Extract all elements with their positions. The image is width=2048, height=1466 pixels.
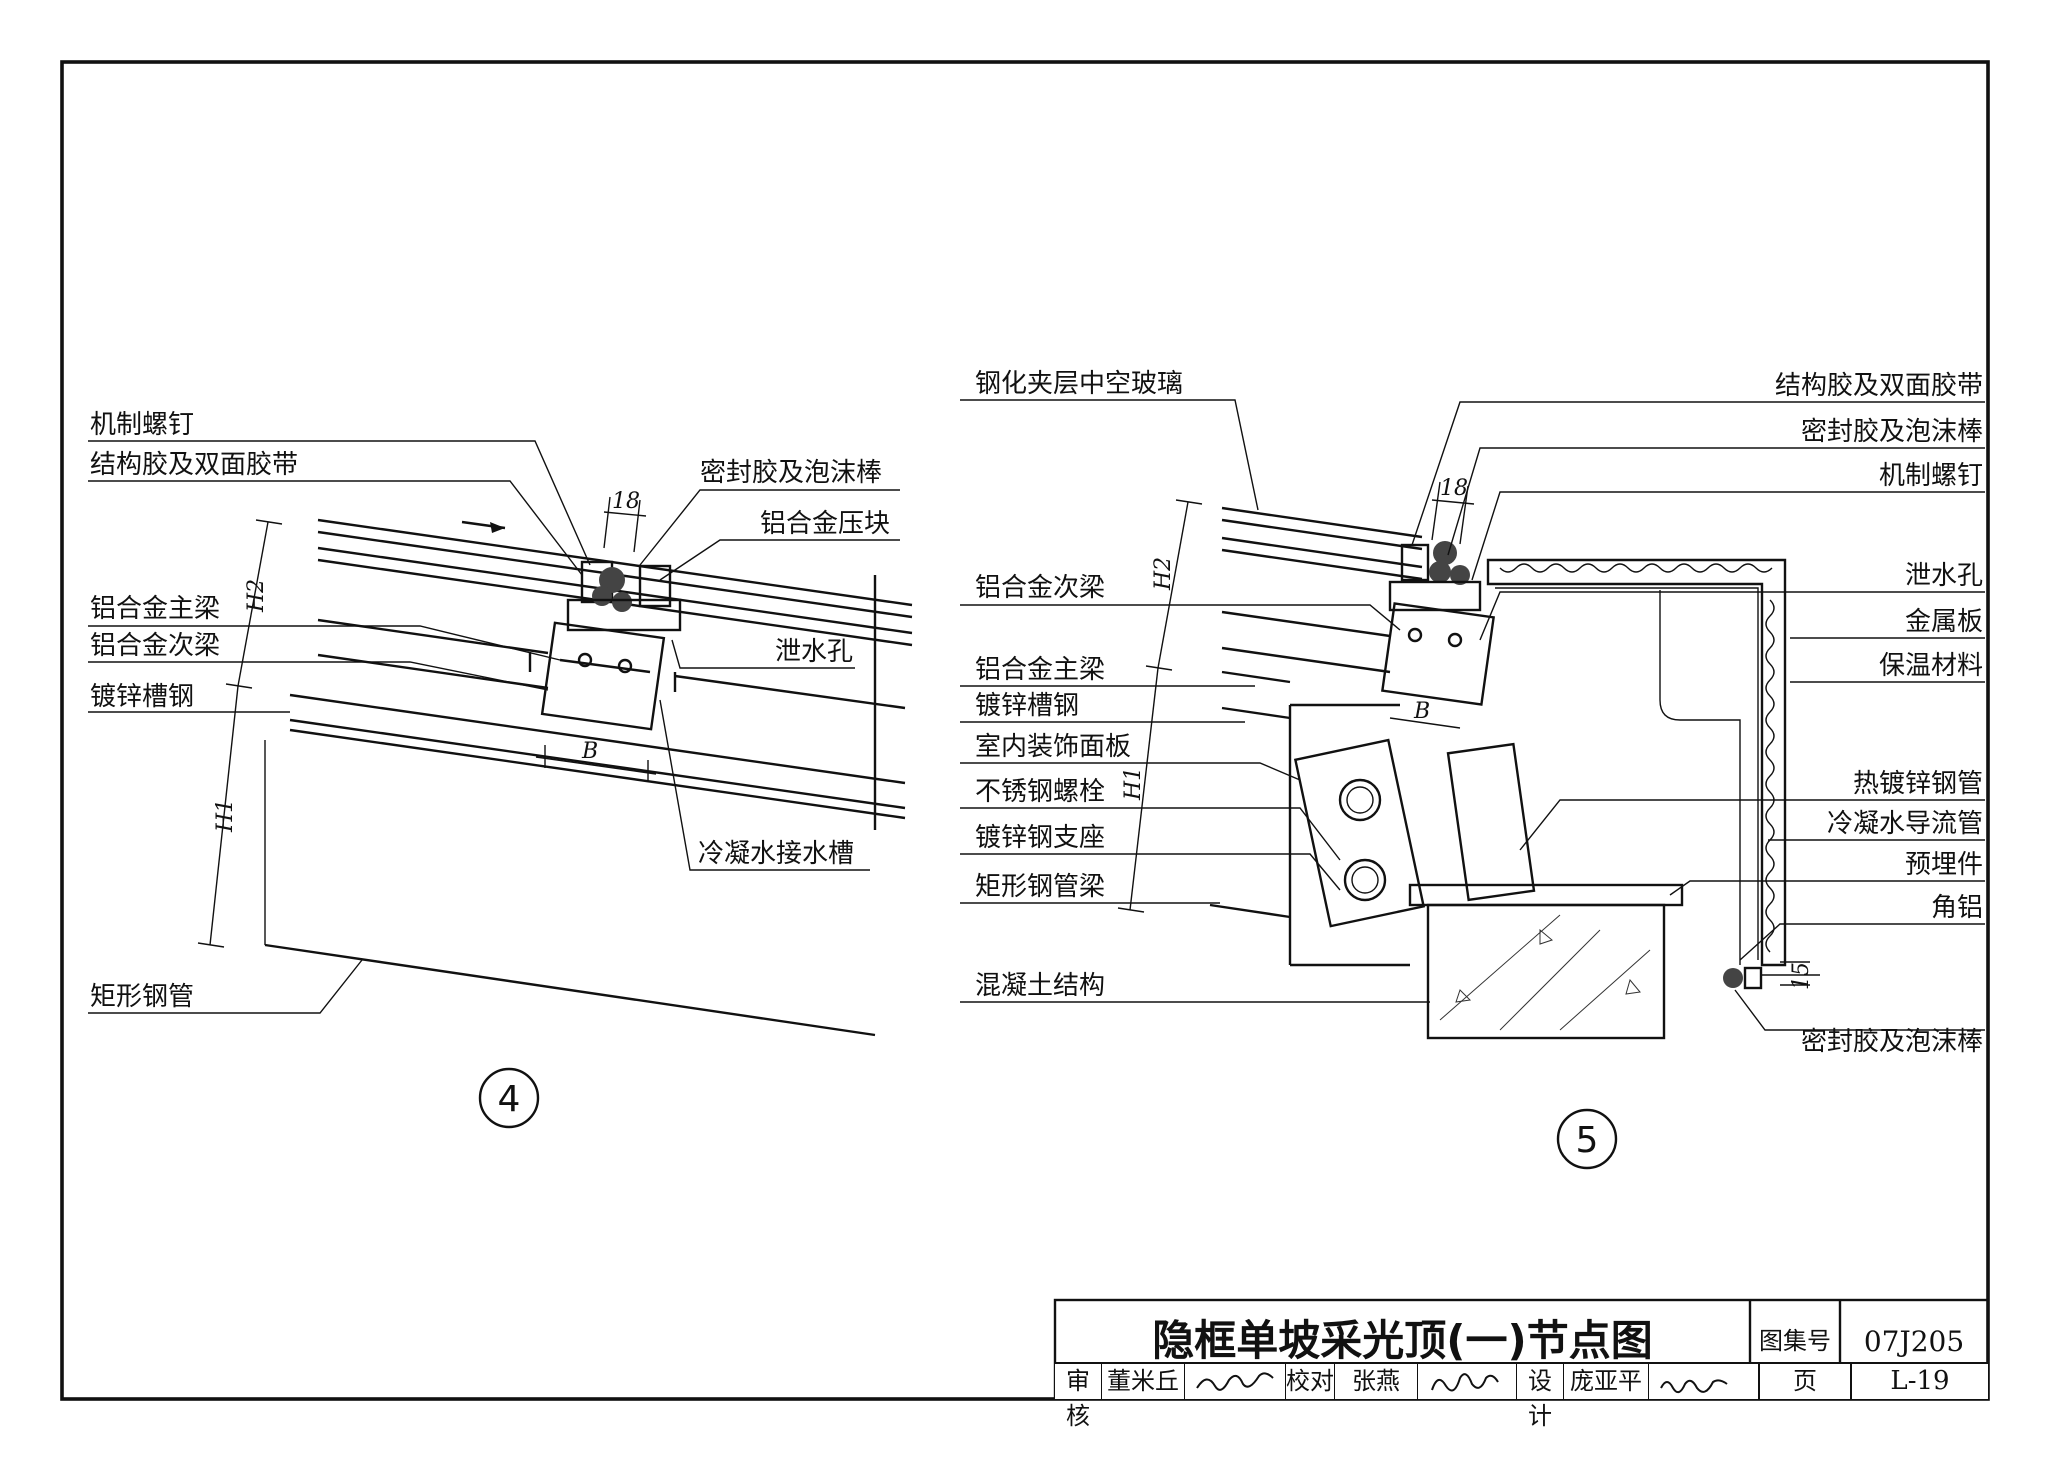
label-5-embedded-part: 预埋件 xyxy=(1905,850,1983,880)
label-5-secondary-beam: 铝合金次梁 xyxy=(975,573,1105,603)
check-label: 校对 xyxy=(1286,1364,1335,1399)
bottom-seal-5 xyxy=(1723,966,1820,990)
label-5-screw: 机制螺钉 xyxy=(1879,461,1983,491)
svg-text:5: 5 xyxy=(1576,1120,1599,1161)
leaders-4 xyxy=(88,440,900,1014)
insulation-5 xyxy=(1486,558,1787,967)
secondary-beam-5 xyxy=(1381,602,1495,706)
label-4-drain-hole: 泄水孔 xyxy=(775,637,853,667)
label-4-condensate-trough: 冷凝水接水槽 xyxy=(698,839,854,869)
label-5-concrete: 混凝土结构 xyxy=(975,971,1105,1001)
label-5-steel-support: 镀锌钢支座 xyxy=(975,823,1105,853)
bolt-icon xyxy=(1346,786,1374,814)
dim-18-4: 18 xyxy=(612,489,640,514)
signature-row-cells: 审核 董米丘 校对 张燕 设计 庞亚平 页 L-19 xyxy=(1055,1362,1988,1430)
dim-h2-5: H2 xyxy=(1151,557,1176,591)
checker-signature xyxy=(1418,1364,1517,1399)
concrete-5 xyxy=(1408,883,1684,1040)
label-5-condensate-pipe: 冷凝水导流管 xyxy=(1827,809,1983,839)
dim-h2-4: H2 xyxy=(244,579,269,613)
label-5-structural-glue: 结构胶及双面胶带 xyxy=(1775,371,1983,401)
label-4-structural-glue: 结构胶及双面胶带 xyxy=(90,450,298,480)
dim-b-4: B xyxy=(581,739,598,764)
bolt-icon xyxy=(1338,778,1382,822)
label-5-metal-plate: 金属板 xyxy=(1905,607,1983,637)
label-5-sealant-top: 密封胶及泡沫棒 xyxy=(1801,417,1983,447)
label-5-glass: 钢化夹层中空玻璃 xyxy=(975,369,1183,399)
dim-lines-4 xyxy=(197,496,657,948)
designer-signature xyxy=(1649,1364,1760,1399)
reviewer-signature xyxy=(1185,1364,1286,1399)
structure-lines-5 xyxy=(1209,610,1410,967)
detail-4: H2 H1 18 B 机制螺钉 结构胶及双面胶带 密封胶及泡沫棒 铝合金压块 铝… xyxy=(88,410,913,1129)
label-5-main-beam: 铝合金主梁 xyxy=(975,655,1105,685)
detail-marker-4: 4 xyxy=(478,1067,540,1129)
label-5-rect-tube-beam: 矩形钢管梁 xyxy=(975,872,1105,902)
designer-name: 庞亚平 xyxy=(1564,1364,1649,1399)
steel-support-5 xyxy=(1293,738,1426,928)
label-4-pressure-block: 铝合金压块 xyxy=(760,509,890,539)
review-label: 审核 xyxy=(1055,1364,1102,1430)
dim-b-5: B xyxy=(1413,699,1430,724)
label-5-channel-steel: 镀锌槽钢 xyxy=(975,691,1079,721)
dim-15-5: 15 xyxy=(1789,962,1814,990)
label-4-channel-steel: 镀锌槽钢 xyxy=(90,682,194,712)
leaders-5 xyxy=(960,399,1985,1031)
glass-panel-5 xyxy=(1221,506,1423,581)
structure-lines-4 xyxy=(264,575,906,1037)
svg-text:4: 4 xyxy=(498,1079,521,1120)
dim-lines-5 xyxy=(1117,481,1810,986)
sheet-border xyxy=(60,60,1990,1401)
page-number: L-19 xyxy=(1890,1366,1950,1396)
label-5-hot-dip-pipe: 热镀锌钢管 xyxy=(1853,769,1983,799)
label-5-drain-hole: 泄水孔 xyxy=(1905,561,1983,591)
label-5-interior-panel: 室内装饰面板 xyxy=(975,732,1131,762)
slope-arrow-icon xyxy=(461,520,506,533)
detail-5: H2 H1 18 B 15 钢化夹层 xyxy=(960,369,1985,1170)
secondary-beam-4 xyxy=(528,621,677,731)
label-4-main-beam: 铝合金主梁 xyxy=(90,594,220,624)
page-label: 页 xyxy=(1760,1364,1852,1399)
checker-name: 张燕 xyxy=(1335,1364,1418,1399)
label-4-secondary-beam: 铝合金次梁 xyxy=(90,631,220,661)
label-5-stainless-bolt: 不锈钢螺栓 xyxy=(975,777,1105,807)
dim-18-5: 18 xyxy=(1440,476,1468,501)
design-label: 设计 xyxy=(1517,1364,1564,1430)
label-5-insulation: 保温材料 xyxy=(1879,651,1983,681)
label-5-sealant-bottom: 密封胶及泡沫棒 xyxy=(1801,1027,1983,1057)
label-5-angle-al: 角铝 xyxy=(1931,893,1983,923)
label-4-screw: 机制螺钉 xyxy=(90,410,194,440)
label-4-sealant: 密封胶及泡沫棒 xyxy=(700,458,882,488)
joint-4 xyxy=(566,560,682,632)
hot-dip-pipe-5 xyxy=(1446,742,1536,902)
reviewer-name: 董米丘 xyxy=(1102,1364,1185,1399)
dim-h1-4: H1 xyxy=(213,799,238,833)
bolt-icon xyxy=(1343,858,1387,902)
detail-marker-5: 5 xyxy=(1556,1108,1618,1170)
bolt-icon xyxy=(1351,866,1379,894)
label-4-rect-tube: 矩形钢管 xyxy=(90,982,194,1012)
dim-h1-5: H1 xyxy=(1121,767,1146,801)
